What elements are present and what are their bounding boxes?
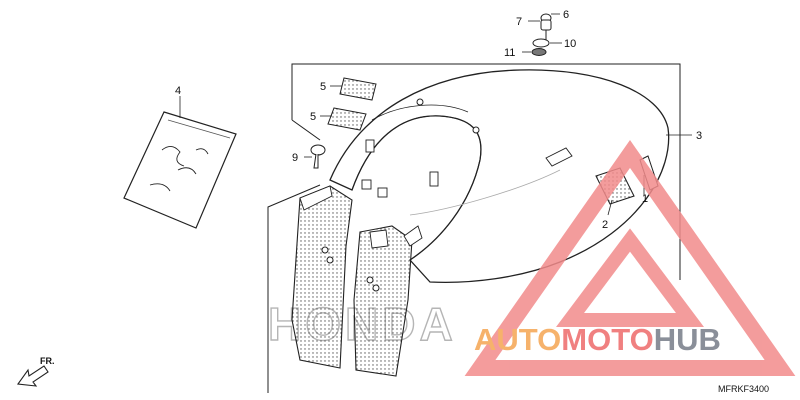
callout-4: 4 [175, 85, 181, 97]
cushion-b [320, 107, 367, 131]
watermark-triangle [464, 140, 796, 376]
front-direction-indicator: FR. [17, 356, 55, 387]
watermark-moto: MOTO [561, 322, 653, 357]
fender-side-panel-right [353, 225, 423, 377]
clip [304, 144, 326, 169]
callout-7: 7 [516, 16, 522, 28]
front-arrow-icon [17, 365, 49, 387]
diagram-code: MFRKF3400 [718, 384, 769, 394]
callout-3: 3 [696, 130, 702, 142]
svg-text:AUTOMOTOHUB: AUTOMOTOHUB [474, 322, 721, 357]
callout-1: 1 [642, 193, 648, 205]
callout-9: 9 [292, 152, 298, 164]
fender-hardware [522, 13, 562, 56]
callout-10: 10 [564, 38, 576, 50]
sticker-sheet [123, 96, 237, 229]
cushion-a [330, 77, 377, 101]
assembly-outline [267, 63, 681, 393]
callout-5a: 5 [320, 81, 326, 93]
fender-side-panel-left [291, 185, 353, 369]
callout-2: 2 [602, 219, 608, 231]
watermark-auto: AUTO [474, 322, 561, 357]
front-label: FR. [40, 356, 55, 366]
watermark-brand: AUTOMOTOHUB [474, 322, 721, 357]
callout-11: 11 [504, 47, 515, 59]
callout-6: 6 [563, 9, 569, 21]
watermark-hub: HUB [654, 322, 721, 357]
callout-labels: 1 2 3 4 5 5 6 7 9 10 11 [175, 9, 702, 231]
callout-5b: 5 [310, 111, 316, 123]
